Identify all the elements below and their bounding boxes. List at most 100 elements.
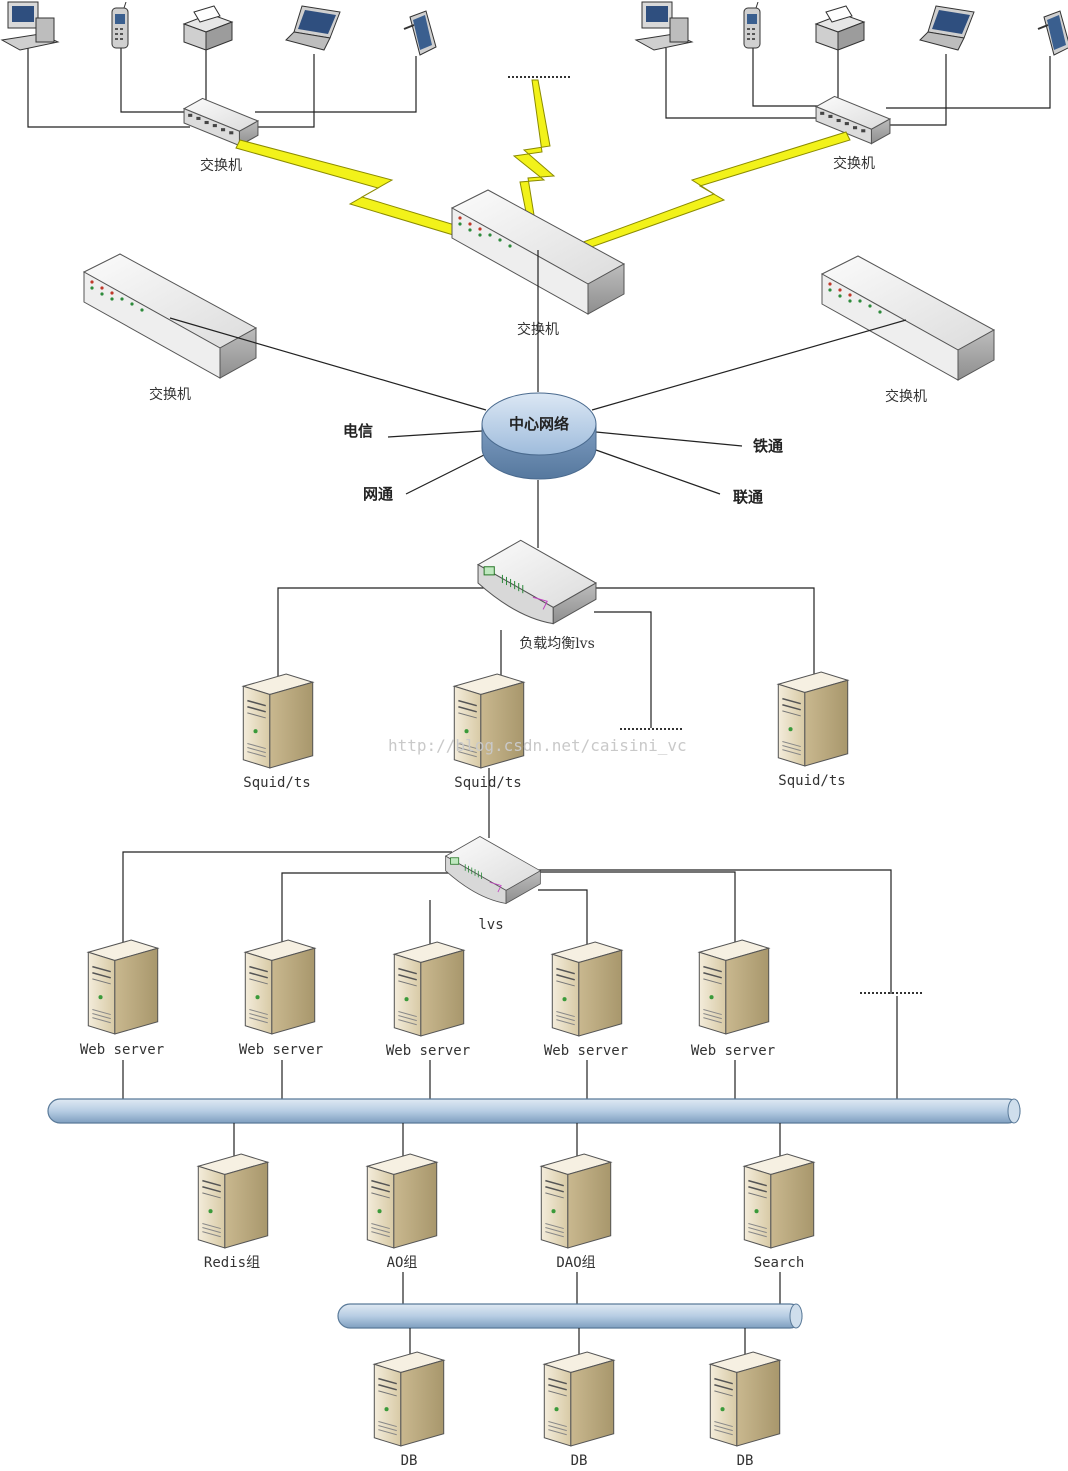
lightning-left	[235, 139, 479, 241]
bus-pipe-end	[789, 1303, 803, 1329]
laptop-icon	[285, 5, 341, 51]
switch-label: 交换机	[517, 321, 559, 338]
switch-hub-icon	[815, 95, 891, 145]
left-switch: 交换机	[83, 253, 487, 411]
tablet-icon	[402, 9, 438, 57]
web-server-label: Web server	[80, 1042, 164, 1058]
service-tier: Redis组 AO组 DAO组 Search	[197, 1123, 815, 1305]
lb2-tier: lvs Web server Web server Web server Web…	[80, 768, 922, 1100]
top-left-cluster: 交换机	[1, 1, 438, 174]
link	[277, 587, 488, 676]
bus-pipe-end	[1007, 1098, 1021, 1124]
link	[886, 54, 947, 126]
right-switch-icon	[821, 255, 995, 381]
link	[120, 46, 188, 113]
db-server-icon	[709, 1351, 781, 1447]
printer-icon	[815, 5, 865, 51]
link	[122, 851, 452, 944]
squid-server-icon	[242, 673, 314, 769]
lb1-tier: 负载均衡lvs http://blog.csdn.net/caisini_vc …	[242, 539, 849, 791]
isp-link	[405, 454, 485, 495]
dao-server-icon	[540, 1153, 612, 1249]
bus-pipe	[47, 1098, 1021, 1124]
ao-server-icon	[366, 1153, 438, 1249]
mobile-phone-icon	[743, 2, 761, 49]
switch-label: 交换机	[149, 386, 191, 403]
link	[281, 872, 452, 944]
db-label: DB	[401, 1453, 418, 1469]
squid-server-icon	[777, 671, 849, 767]
service-label: DAO组	[556, 1255, 595, 1271]
service-label: Redis组	[204, 1255, 260, 1271]
core-cylinder-top	[481, 392, 597, 456]
lb2-label: lvs	[478, 917, 503, 933]
link	[538, 871, 736, 944]
squid-label: Squid/ts	[454, 775, 521, 791]
link	[886, 56, 1051, 109]
center-switch: 交换机	[451, 189, 625, 392]
bus-pipe	[337, 1303, 803, 1329]
switch-label: 交换机	[885, 388, 927, 405]
web-server-label: Web server	[386, 1043, 470, 1059]
link	[594, 587, 815, 676]
link	[591, 319, 907, 411]
web-server-label: Web server	[544, 1043, 628, 1059]
web-server-icon	[551, 941, 623, 1037]
link	[538, 869, 892, 994]
web-server-icon	[393, 941, 465, 1037]
lb1-label: 负载均衡lvs	[519, 636, 595, 652]
service-label: AO组	[387, 1255, 418, 1271]
redis-server-icon	[197, 1153, 269, 1249]
db-tier: DB DB DB	[373, 1328, 781, 1469]
link	[255, 54, 315, 128]
switch-label: 交换机	[833, 155, 875, 172]
left-switch-icon	[83, 253, 257, 379]
desktop-pc-icon	[1, 1, 59, 51]
lightning-right	[554, 131, 851, 257]
web-server-icon	[698, 939, 770, 1035]
right-switch: 交换机	[591, 255, 995, 411]
watermark: http://blog.csdn.net/caisini_vc	[388, 736, 687, 755]
db-label: DB	[571, 1453, 588, 1469]
laptop-icon	[919, 5, 975, 51]
web-server-label: Web server	[691, 1043, 775, 1059]
mobile-phone-icon	[111, 2, 129, 49]
db-server-icon	[373, 1351, 445, 1447]
core-label: 中心网络	[509, 415, 569, 433]
isp-label-railcom: 铁通	[753, 437, 783, 455]
isp-label-netcom: 网通	[363, 485, 393, 503]
isp-label-telecom: 电信	[343, 422, 373, 440]
isp-link	[595, 449, 721, 495]
squid-label: Squid/ts	[243, 775, 310, 791]
isp-link	[387, 430, 483, 438]
link	[665, 48, 820, 119]
squid-label: Squid/ts	[778, 773, 845, 789]
search-server-icon	[743, 1153, 815, 1249]
link	[538, 889, 588, 944]
switch-hub-icon	[183, 97, 259, 147]
web-server-icon	[244, 939, 316, 1035]
link	[169, 317, 487, 411]
link	[27, 48, 190, 128]
bus-2	[337, 1303, 803, 1329]
printer-icon	[183, 5, 233, 51]
switch-label: 交换机	[200, 157, 242, 174]
bus-1	[47, 1098, 1021, 1124]
db-server-icon	[543, 1351, 615, 1447]
tablet-icon	[1036, 9, 1068, 57]
service-label: Search	[754, 1255, 805, 1271]
db-label: DB	[737, 1453, 754, 1469]
load-balancer-icon	[445, 836, 541, 904]
core-network: 中心网络 电信 网通 铁通 联通	[343, 392, 783, 548]
top-right-cluster: 交换机	[635, 1, 1068, 172]
web-server-icon	[87, 939, 159, 1035]
web-server-label: Web server	[239, 1042, 323, 1058]
load-balancer-icon	[477, 539, 597, 625]
link	[255, 56, 417, 113]
link	[752, 48, 820, 107]
desktop-pc-icon	[635, 1, 693, 51]
link	[594, 611, 652, 728]
isp-link	[595, 431, 743, 447]
